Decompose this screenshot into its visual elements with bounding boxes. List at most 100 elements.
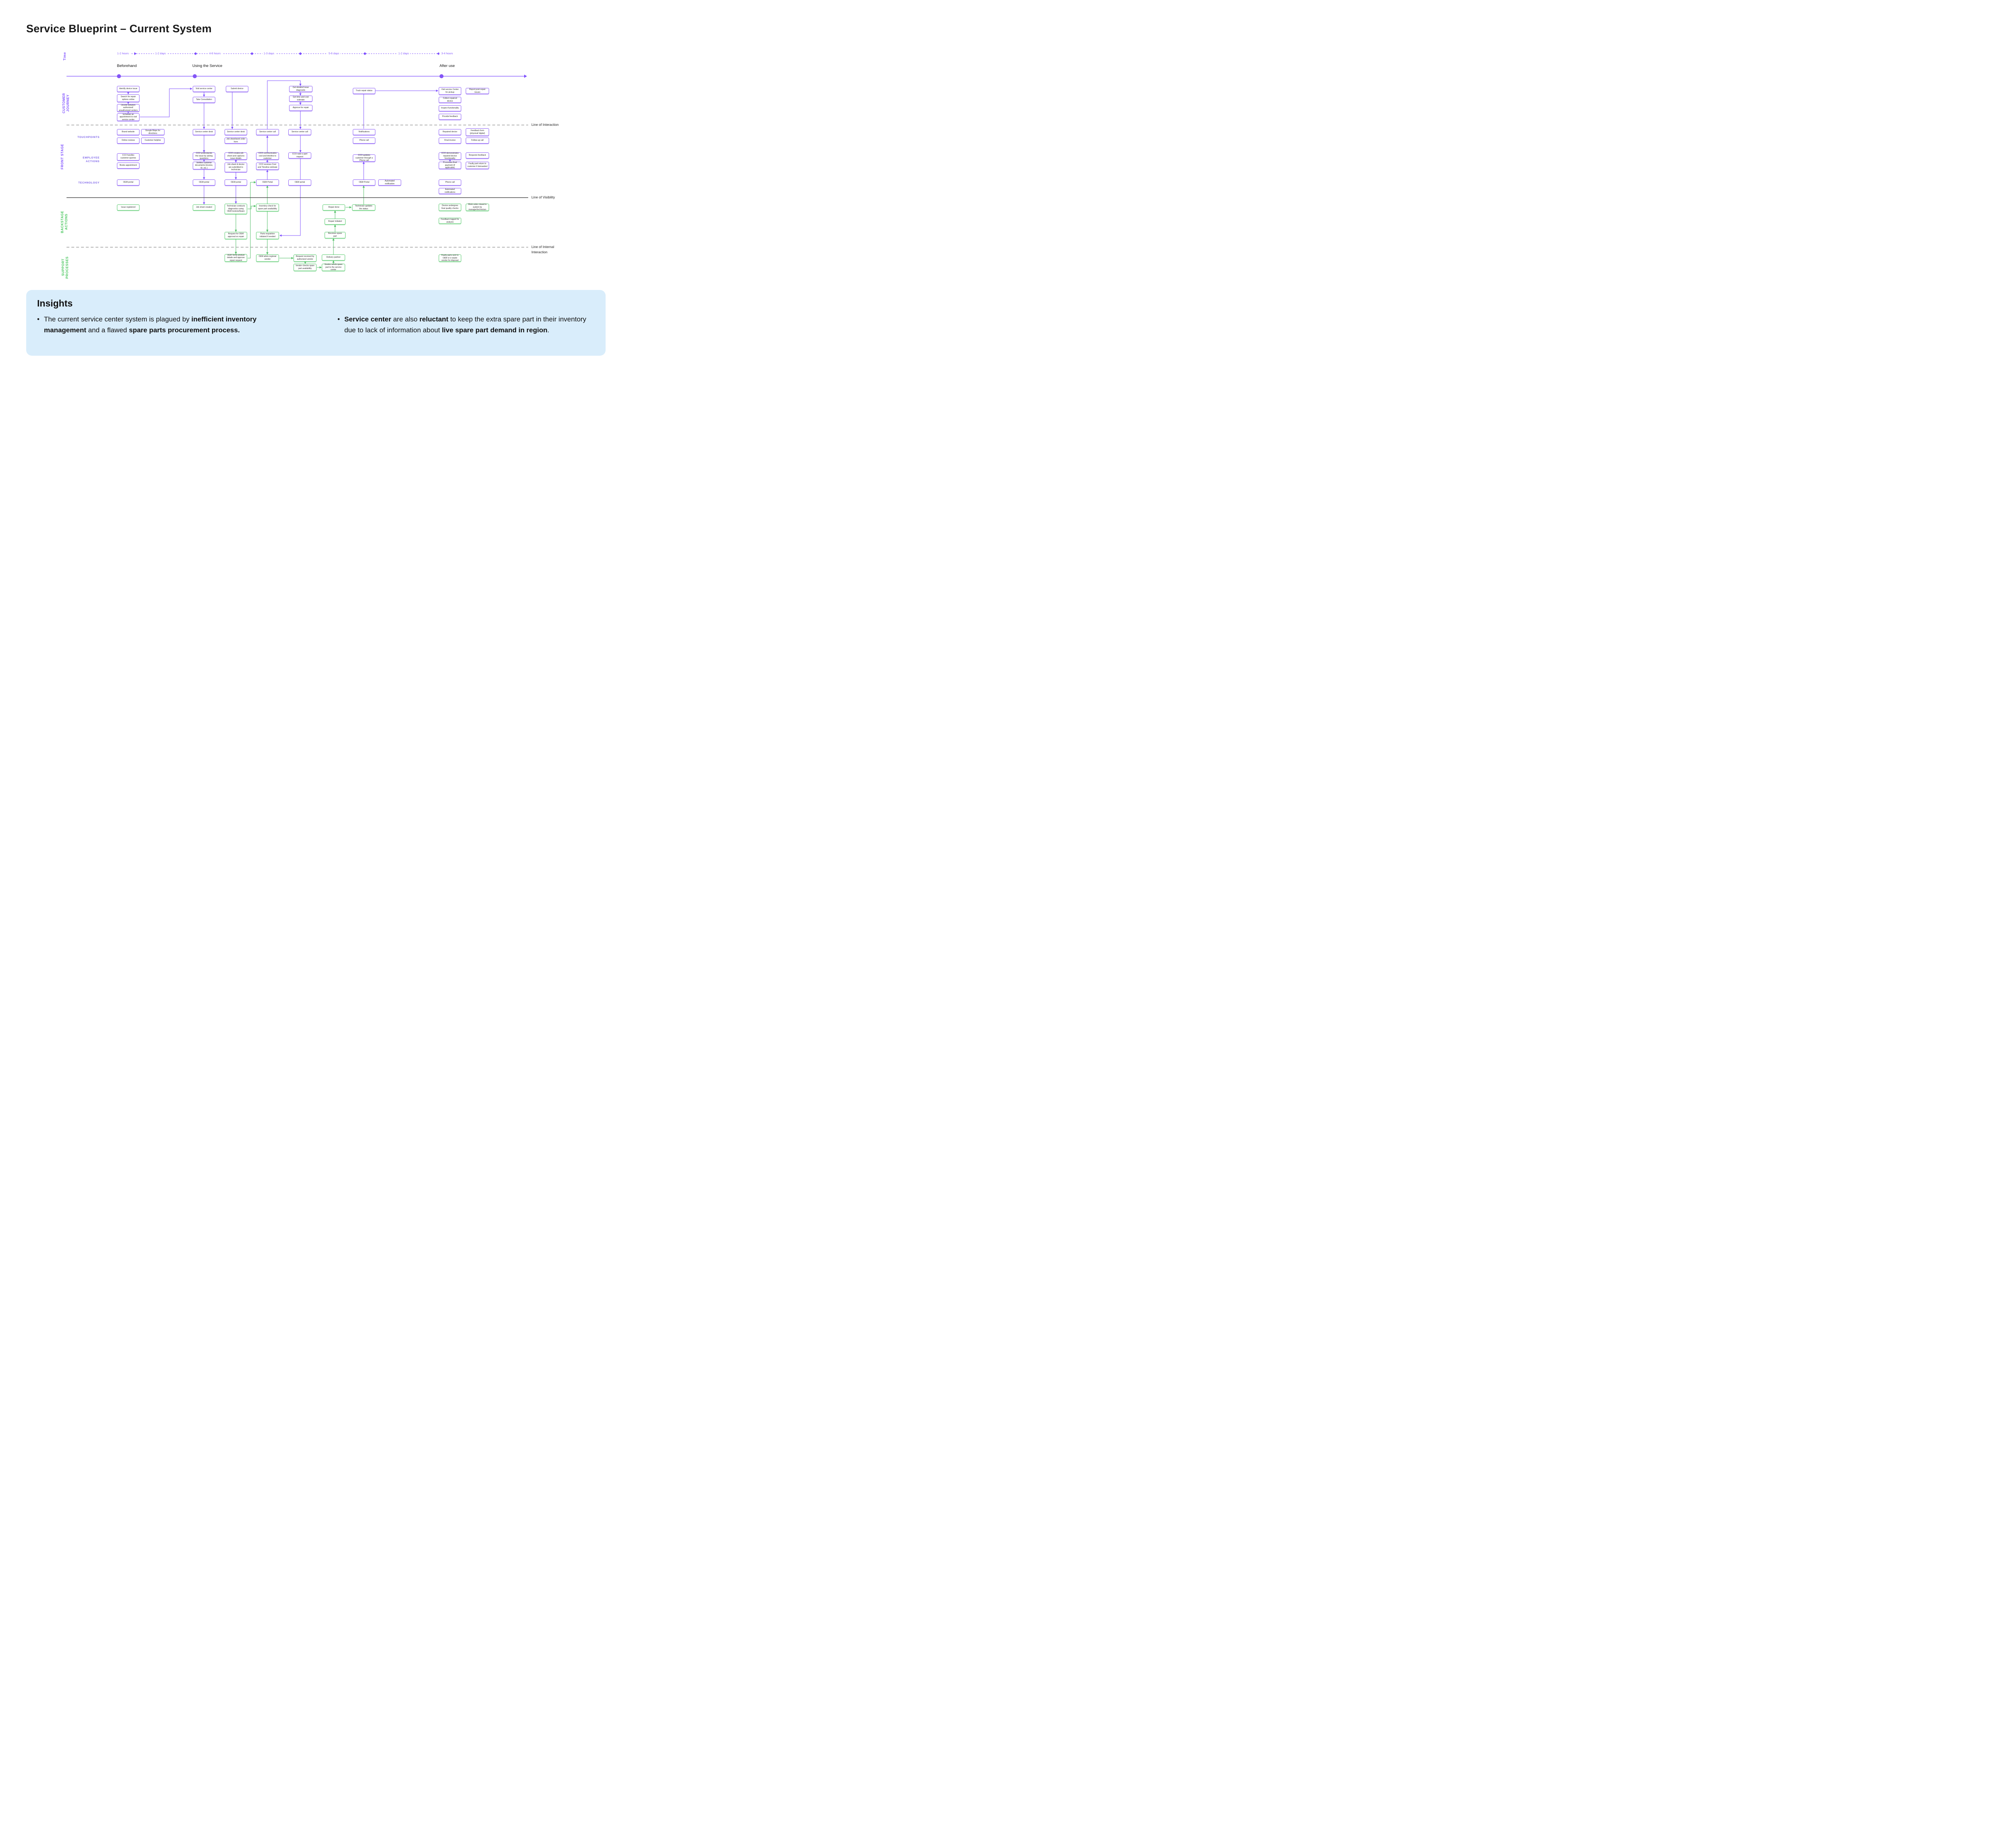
flow-node: Request for OEM approval on repair bbox=[225, 232, 247, 239]
flow-node: Phone call bbox=[439, 179, 461, 186]
flow-node: Service center call bbox=[288, 129, 311, 135]
page-title: Service Blueprint – Current System bbox=[26, 23, 212, 35]
timeline-duration-label: 1-2 days bbox=[154, 52, 167, 55]
flow-node: Visit service center bbox=[193, 86, 215, 92]
diagram-connectors bbox=[67, 52, 528, 269]
flow-node: Device undergoes final quality checks bbox=[439, 204, 461, 211]
flow-node: Visit service Center for pickup bbox=[439, 87, 461, 95]
bullet-marker: • bbox=[37, 315, 40, 323]
flow-node: Approve for repair bbox=[289, 105, 312, 111]
flow-node: Job sheet & device are submitted to tech… bbox=[225, 163, 247, 172]
flow-node: Phone call bbox=[353, 138, 375, 144]
flow-node: Automated notification bbox=[378, 179, 401, 186]
flow-node: Service center call bbox=[256, 129, 279, 135]
timeline-duration-label: 5-6 days bbox=[327, 52, 341, 55]
flow-node: Get detailed issue diagnostic bbox=[289, 86, 312, 92]
bullet-marker: • bbox=[337, 315, 340, 323]
bullet-text: Service center are also reluctant to kee… bbox=[344, 315, 587, 334]
flow-node: CCO handles customer queries bbox=[117, 153, 140, 161]
flow-node: CCO receives Cost and Timeline estimate bbox=[256, 163, 279, 170]
flow-node: Provide feedback bbox=[439, 114, 461, 120]
lane-sub-label: EMPLOYEE ACTIONS bbox=[83, 156, 100, 163]
flow-node: CCO updates customer through a Phone cal… bbox=[353, 154, 375, 162]
lane-label: SUPPORT PROCESSES bbox=[61, 256, 69, 279]
flow-node: CCO communicates cost and timeline to cu… bbox=[256, 152, 279, 160]
flow-node: Google Maps for directions bbox=[141, 129, 165, 135]
timeline-phase-label: Beforehand bbox=[117, 64, 137, 68]
flow-node: Report post-repair issues bbox=[466, 88, 489, 94]
flow-node: Service center desk bbox=[193, 129, 215, 135]
flow-node: Repair Initiated bbox=[325, 219, 346, 225]
flow-node: Feedback logged for analysis bbox=[439, 218, 461, 224]
timeline-duration-label: 1-3 days bbox=[262, 52, 276, 55]
timeline-phase-label: Using the Service bbox=[192, 64, 223, 68]
timeline-duration-label: 1-2 hours bbox=[116, 52, 130, 55]
insight-bullet: • The current service center system is pl… bbox=[37, 314, 295, 336]
flow-node: Vendor sends spare part to the service c… bbox=[322, 263, 345, 271]
lane-sub-label: TOUCHPOINTS bbox=[77, 136, 100, 139]
flow-node: Service center desk bbox=[225, 129, 247, 135]
flow-node: Collect repaired device bbox=[439, 97, 461, 103]
flow-node: Decide between authorized/ unauthorized … bbox=[117, 104, 140, 112]
insight-bullet: • Service center are also reluctant to ke… bbox=[337, 314, 594, 336]
flow-node: OEM portal bbox=[225, 179, 247, 186]
flow-node: Search for repair options online bbox=[117, 94, 140, 102]
flow-node: OEM Portal bbox=[353, 179, 375, 186]
flow-node: OEM portal bbox=[117, 179, 140, 186]
separator-label: Line of Internal Interaction bbox=[531, 245, 554, 254]
flow-node: CCO demonstrates repaired device functio… bbox=[439, 152, 461, 160]
flow-node: Faulty part return to customer if demand… bbox=[466, 162, 489, 169]
flow-node: Faulty parts sent to OEM or e-waste vend… bbox=[439, 254, 461, 262]
lane-sub-label: TECHNOLOGY bbox=[78, 181, 100, 184]
flow-node: Processes final payment (if applicable) bbox=[439, 161, 461, 169]
flow-node: Books appointment bbox=[117, 163, 140, 169]
flow-node: OEM portal bbox=[288, 179, 311, 186]
flow-node: Schedule an appointment to visit service… bbox=[117, 113, 140, 121]
flow-node: Final invoice bbox=[439, 138, 461, 144]
flow-node: Vendor checks spare part availability bbox=[294, 264, 317, 271]
flow-node: Inspect functionality bbox=[439, 105, 461, 111]
flow-node: Notifications bbox=[353, 129, 375, 135]
flow-node: Online reviews bbox=[117, 138, 140, 144]
flow-node: Submit device bbox=[226, 86, 248, 92]
flow-node: CCO creates job sheet and captures issue… bbox=[225, 152, 247, 160]
flow-node: Receives spare part bbox=[325, 232, 346, 238]
flow-node: Track repair status bbox=[353, 88, 375, 94]
flow-node: Identify device issue bbox=[117, 86, 140, 92]
flow-node: Job sheet created bbox=[193, 204, 215, 211]
separator-label: Line of Visibility bbox=[531, 195, 555, 199]
flow-node: Requests feedback bbox=[466, 152, 489, 158]
lane-label: CUSTOMER JOURNEY bbox=[62, 93, 70, 114]
timeline-duration-label: 4-6 hours bbox=[208, 52, 222, 55]
timeline-duration-label: 3-4 hours bbox=[440, 52, 454, 55]
bullet-text: The current service center system is pla… bbox=[44, 315, 257, 334]
flow-node: OEM Verify product details and approve r… bbox=[225, 254, 247, 262]
flow-node: Job sheet/work order form bbox=[225, 138, 247, 144]
flow-node: Delivery partner bbox=[322, 254, 345, 261]
flow-node: Feedback form (physical/ digital) bbox=[466, 128, 489, 136]
flow-node: OEM allots regional vendor bbox=[256, 254, 279, 262]
flow-node: Repair done bbox=[323, 204, 345, 211]
service-blueprint-canvas: Service Blueprint – Current System Ident… bbox=[0, 0, 619, 370]
flow-node: Issue registered bbox=[117, 204, 140, 211]
timeline-phase-label: After use bbox=[439, 64, 455, 68]
flow-node: Customer helpline bbox=[141, 138, 165, 144]
flow-node: Take Consultation bbox=[193, 97, 215, 103]
insights-bullets: • The current service center system is pl… bbox=[26, 313, 606, 336]
flow-node: Follow-up call bbox=[466, 138, 489, 144]
lane-label: Time bbox=[63, 52, 67, 61]
flow-node: Work order closed in system by manager/t… bbox=[466, 203, 489, 211]
lane-label: BACKSTAGE ACTIONS bbox=[60, 211, 68, 233]
flow-node: CCO raise a part request bbox=[288, 152, 311, 158]
timeline-duration-label: 1-2 days bbox=[397, 52, 410, 55]
flow-node: Technician updates the status bbox=[352, 204, 375, 211]
flow-node: CCO understands the issue by asking ques… bbox=[193, 152, 215, 160]
flow-node: OEM portal bbox=[193, 179, 215, 186]
flow-node: OEM Portal bbox=[256, 179, 279, 186]
flow-node: Repaired device bbox=[439, 129, 461, 135]
insights-panel: Insights •The current service center sys… bbox=[26, 290, 606, 356]
flow-node: Verifies customer documents (invoice, ID… bbox=[193, 162, 215, 169]
flow-node: Technician conducts diagnostics using OE… bbox=[225, 204, 247, 214]
flow-node: Request received by authorized vendor bbox=[294, 254, 317, 262]
